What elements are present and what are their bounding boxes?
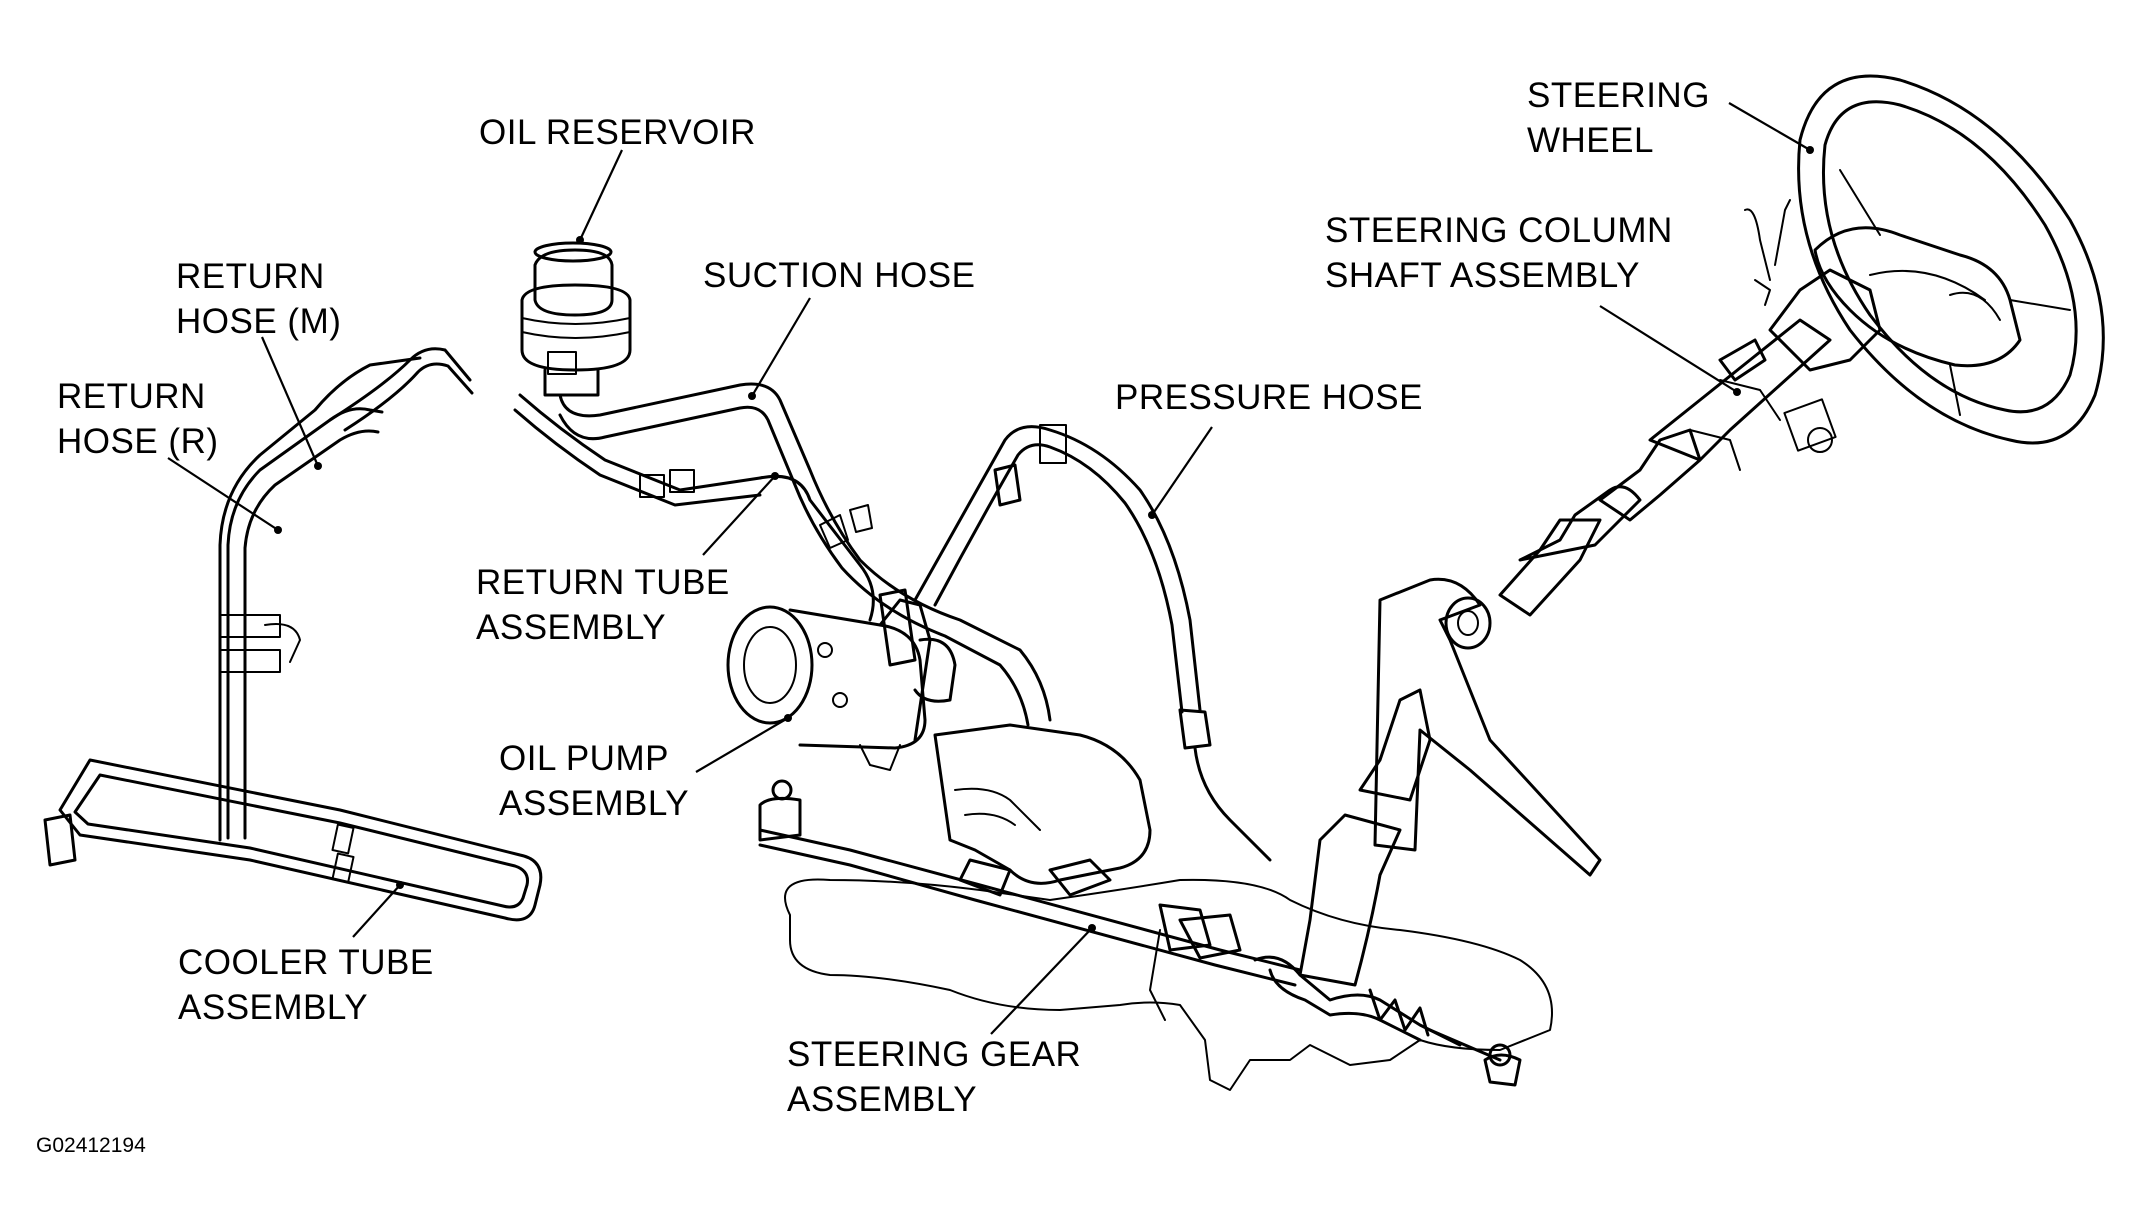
suction-hose-drawing [558,382,1052,727]
label-oil-pump-line-2: ASSEMBLY [499,784,690,823]
cooler-tube-drawing [43,758,543,922]
label-return-hose-m: RETURN HOSE (M) [176,254,341,344]
label-return-tube-line-1: RETURN TUBE [476,563,730,602]
label-return-hose-m-line-1: RETURN [176,257,325,296]
steering-gear-drawing [758,723,1553,1091]
label-return-hose-r-line-1: RETURN [57,377,206,416]
oil-reservoir-drawing [520,241,632,397]
figure-code: G02412194 [36,1134,146,1157]
label-return-tube: RETURN TUBE ASSEMBLY [476,560,730,650]
label-steering-wheel-line-1: STEERING [1527,76,1710,115]
label-suction-hose: SUCTION HOSE [703,253,975,298]
label-steering-column-line-1: STEERING COLUMN [1325,211,1673,250]
label-return-tube-line-2: ASSEMBLY [476,608,667,647]
label-pressure-hose-line-1: PRESSURE HOSE [1115,378,1423,417]
label-steering-column: STEERING COLUMN SHAFT ASSEMBLY [1325,208,1673,298]
label-oil-pump-line-1: OIL PUMP [499,739,669,778]
label-return-hose-r: RETURN HOSE (R) [57,374,219,464]
oil-pump-drawing [726,588,957,771]
label-cooler-tube-line-1: COOLER TUBE [178,943,434,982]
label-oil-pump: OIL PUMP ASSEMBLY [499,736,689,826]
pressure-hose-drawing [913,424,1272,862]
label-suction-hose-line-1: SUCTION HOSE [703,256,976,295]
return-tube-drawing [513,393,875,622]
label-steering-wheel: STEERING WHEEL [1527,73,1710,163]
label-steering-column-line-2: SHAFT ASSEMBLY [1325,256,1640,295]
label-return-hose-r-line-2: HOSE (R) [57,422,219,461]
label-steering-gear-line-2: ASSEMBLY [787,1080,978,1119]
label-oil-reservoir-line-1: OIL RESERVOIR [479,113,756,152]
label-cooler-tube: COOLER TUBE ASSEMBLY [178,940,434,1030]
label-steering-wheel-line-2: WHEEL [1527,121,1654,160]
steering-wheel-drawing [1797,74,2105,445]
label-cooler-tube-line-2: ASSEMBLY [178,988,369,1027]
label-pressure-hose: PRESSURE HOSE [1115,375,1423,420]
return-hoses-drawing [218,347,474,842]
steering-column-drawing [1298,199,1882,987]
label-return-hose-m-line-2: HOSE (M) [176,302,342,341]
label-steering-gear-line-1: STEERING GEAR [787,1035,1082,1074]
label-steering-gear: STEERING GEAR ASSEMBLY [787,1032,1081,1122]
leader-lines [167,102,1814,1035]
label-oil-reservoir: OIL RESERVOIR [479,110,756,155]
